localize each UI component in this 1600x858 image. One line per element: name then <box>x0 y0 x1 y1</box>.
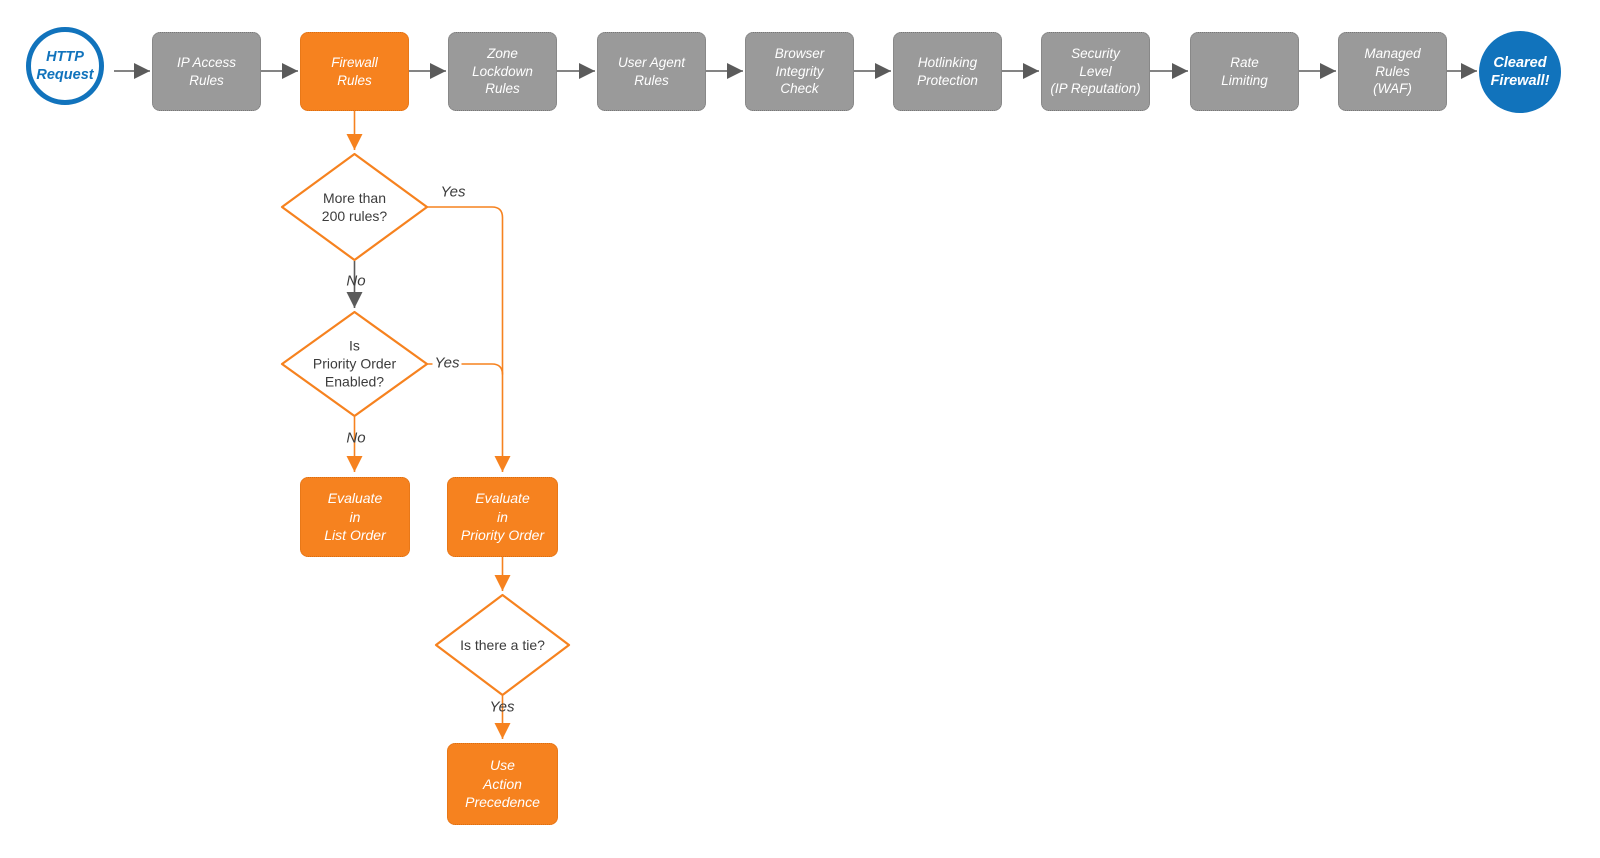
node-browser-integrity-check: Browser Integrity Check <box>745 32 854 111</box>
edge-label-rule-count-yes: Yes <box>440 183 466 201</box>
edge-label-tie-yes: Yes <box>489 698 515 716</box>
node-managed-rules-waf: Managed Rules (WAF) <box>1338 32 1447 111</box>
decision-priority-order-shape <box>280 310 429 418</box>
node-rate-limiting: Rate Limiting <box>1190 32 1299 111</box>
node-security-level: Security Level (IP Reputation) <box>1041 32 1150 111</box>
decision-priority-order-label: Is Priority Order Enabled? <box>312 337 397 391</box>
decision-rule-count-shape <box>280 152 429 262</box>
decision-tie-shape <box>434 593 571 697</box>
edge-label-priority-yes: Yes <box>432 354 462 372</box>
edge-label-rule-count-no: No <box>346 272 366 290</box>
node-http-request: HTTP Request <box>26 27 104 105</box>
node-cleared-firewall: Cleared Firewall! <box>1479 31 1561 113</box>
node-zone-lockdown-rules: Zone Lockdown Rules <box>448 32 557 111</box>
node-user-agent-rules: User Agent Rules <box>597 32 706 111</box>
decision-rule-count-label: More than 200 rules? <box>321 189 388 224</box>
node-ip-access-rules: IP Access Rules <box>152 32 261 111</box>
node-evaluate-priority-order: Evaluate in Priority Order <box>447 477 558 557</box>
decision-tie-label: Is there a tie? <box>460 636 545 653</box>
node-hotlinking-protection: Hotlinking Protection <box>893 32 1002 111</box>
connector-rule-count-yes-to-priority-order-action <box>427 206 511 472</box>
node-use-action-precedence: Use Action Precedence <box>447 743 558 825</box>
node-evaluate-list-order: Evaluate in List Order <box>300 477 410 557</box>
connector-priority-yes-merge <box>427 363 504 375</box>
edge-label-priority-no: No <box>346 429 366 447</box>
node-firewall-rules: Firewall Rules <box>300 32 409 111</box>
